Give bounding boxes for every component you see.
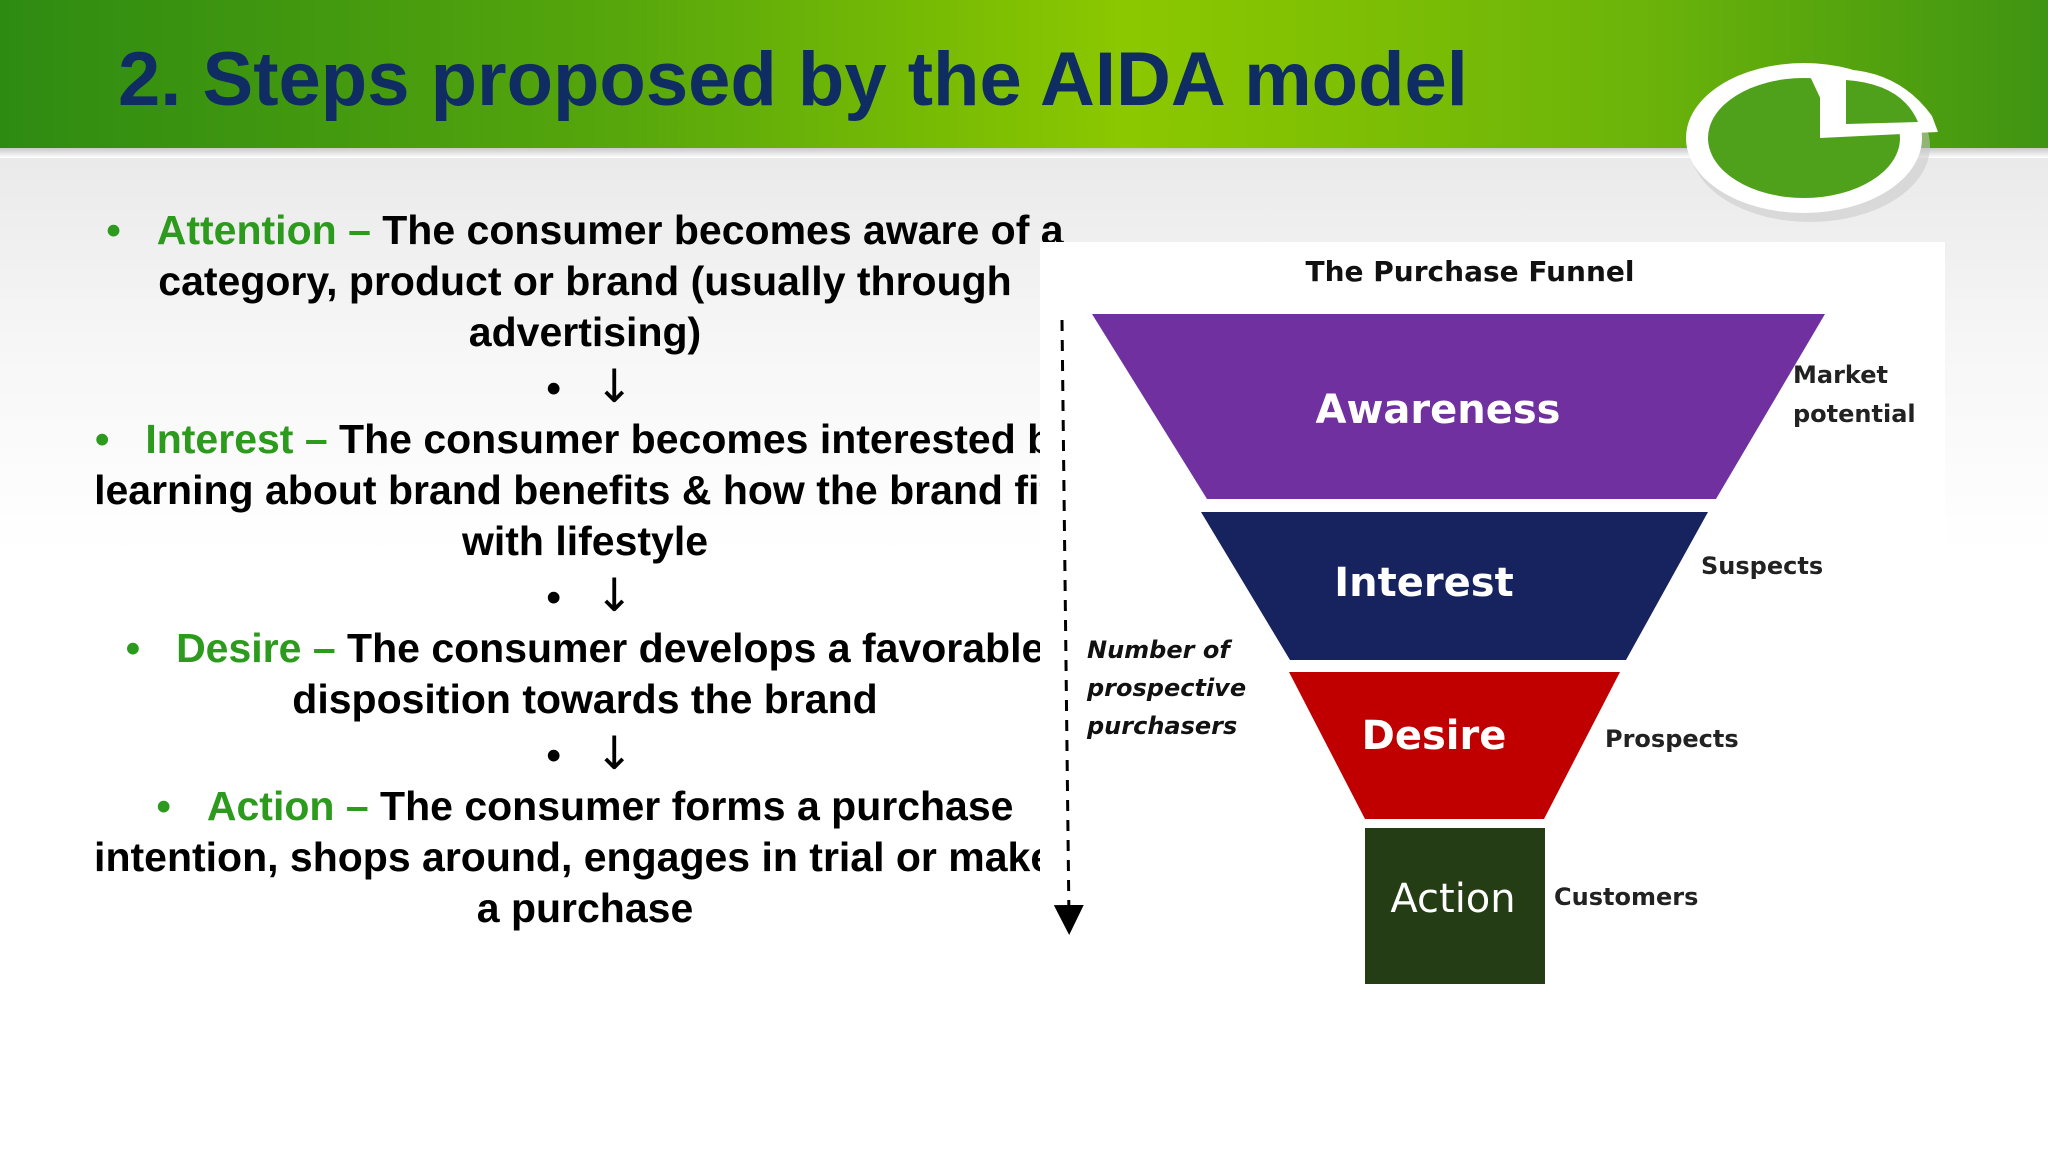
down-arrow-row: •↓ (90, 358, 1080, 414)
funnel-title: The Purchase Funnel (1306, 255, 1635, 288)
funnel-stage-label: Interest (1334, 560, 1513, 606)
funnel-side-label: Suspects (1701, 552, 1823, 580)
side-label-line: Customers (1554, 883, 1698, 911)
side-label-line: Market (1793, 361, 1888, 389)
header-shadow (0, 148, 2048, 158)
step-description: The consumer develops a favorable dispos… (292, 625, 1045, 722)
step-dash: – (293, 416, 340, 462)
side-label-line: Suspects (1701, 552, 1823, 580)
bullet: • (156, 783, 171, 829)
down-arrow-icon: ↓ (594, 726, 634, 780)
side-label-line: potential (1793, 400, 1916, 428)
bullet: • (94, 416, 110, 462)
axis-label-line: prospective (1086, 674, 1246, 702)
step-term: Action (206, 783, 335, 829)
step-description: The consumer forms a purchase intention,… (94, 783, 1076, 931)
funnel-side-label: Market potential (1793, 361, 1916, 428)
step-dash: – (336, 207, 383, 253)
step-interest: • Interest – The consumer becomes interes… (90, 414, 1080, 567)
funnel-stage-interest (1201, 512, 1708, 660)
bullet: • (546, 732, 561, 778)
step-description: The consumer becomes aware of a category… (158, 207, 1064, 355)
step-description: The consumer becomes interested by learn… (94, 416, 1076, 564)
bullet: • (546, 574, 561, 620)
funnel-stage-desire (1289, 672, 1620, 819)
step-desire: • Desire – The consumer develops a favora… (90, 623, 1080, 725)
bullet: • (125, 625, 141, 671)
funnel-stage-label: Desire (1362, 713, 1507, 759)
down-arrow-row: •↓ (90, 567, 1080, 623)
purchase-funnel-diagram: The Purchase Funnel Number of prospectiv… (1040, 242, 1945, 994)
bullet: • (106, 207, 121, 253)
funnel-stage-awareness (1092, 314, 1825, 499)
step-dash: – (334, 783, 381, 829)
pie-chart-logo-icon (1670, 28, 1960, 233)
axis-label: Number of prospective purchasers (1086, 636, 1254, 740)
bullet: • (546, 365, 561, 411)
step-term: Interest (145, 416, 294, 462)
step-term: Desire (176, 625, 302, 671)
funnel-stage-label: Action (1390, 876, 1515, 922)
funnel-side-label: Customers (1554, 883, 1698, 911)
dashed-axis-arrow (1053, 319, 1084, 935)
step-action: • Action – The consumer forms a purchase … (90, 781, 1080, 934)
down-arrow-icon: ↓ (594, 568, 634, 622)
funnel-stage-label: Awareness (1316, 387, 1561, 433)
axis-label-line: Number of (1087, 636, 1232, 664)
step-attention: • Attention – The consumer becomes aware … (90, 205, 1080, 358)
down-arrow-icon: ↓ (594, 359, 634, 413)
funnel-side-label: Prospects (1605, 725, 1739, 753)
funnel-stage-action (1365, 828, 1545, 984)
step-dash: – (301, 625, 348, 671)
down-arrow-row: •↓ (90, 725, 1080, 781)
aida-steps-list: • Attention – The consumer becomes aware … (90, 205, 1080, 934)
side-label-line: Prospects (1605, 725, 1739, 753)
step-term: Attention (156, 207, 337, 253)
slide-title: 2. Steps proposed by the AIDA model (118, 37, 1468, 122)
axis-label-line: purchasers (1086, 712, 1237, 740)
